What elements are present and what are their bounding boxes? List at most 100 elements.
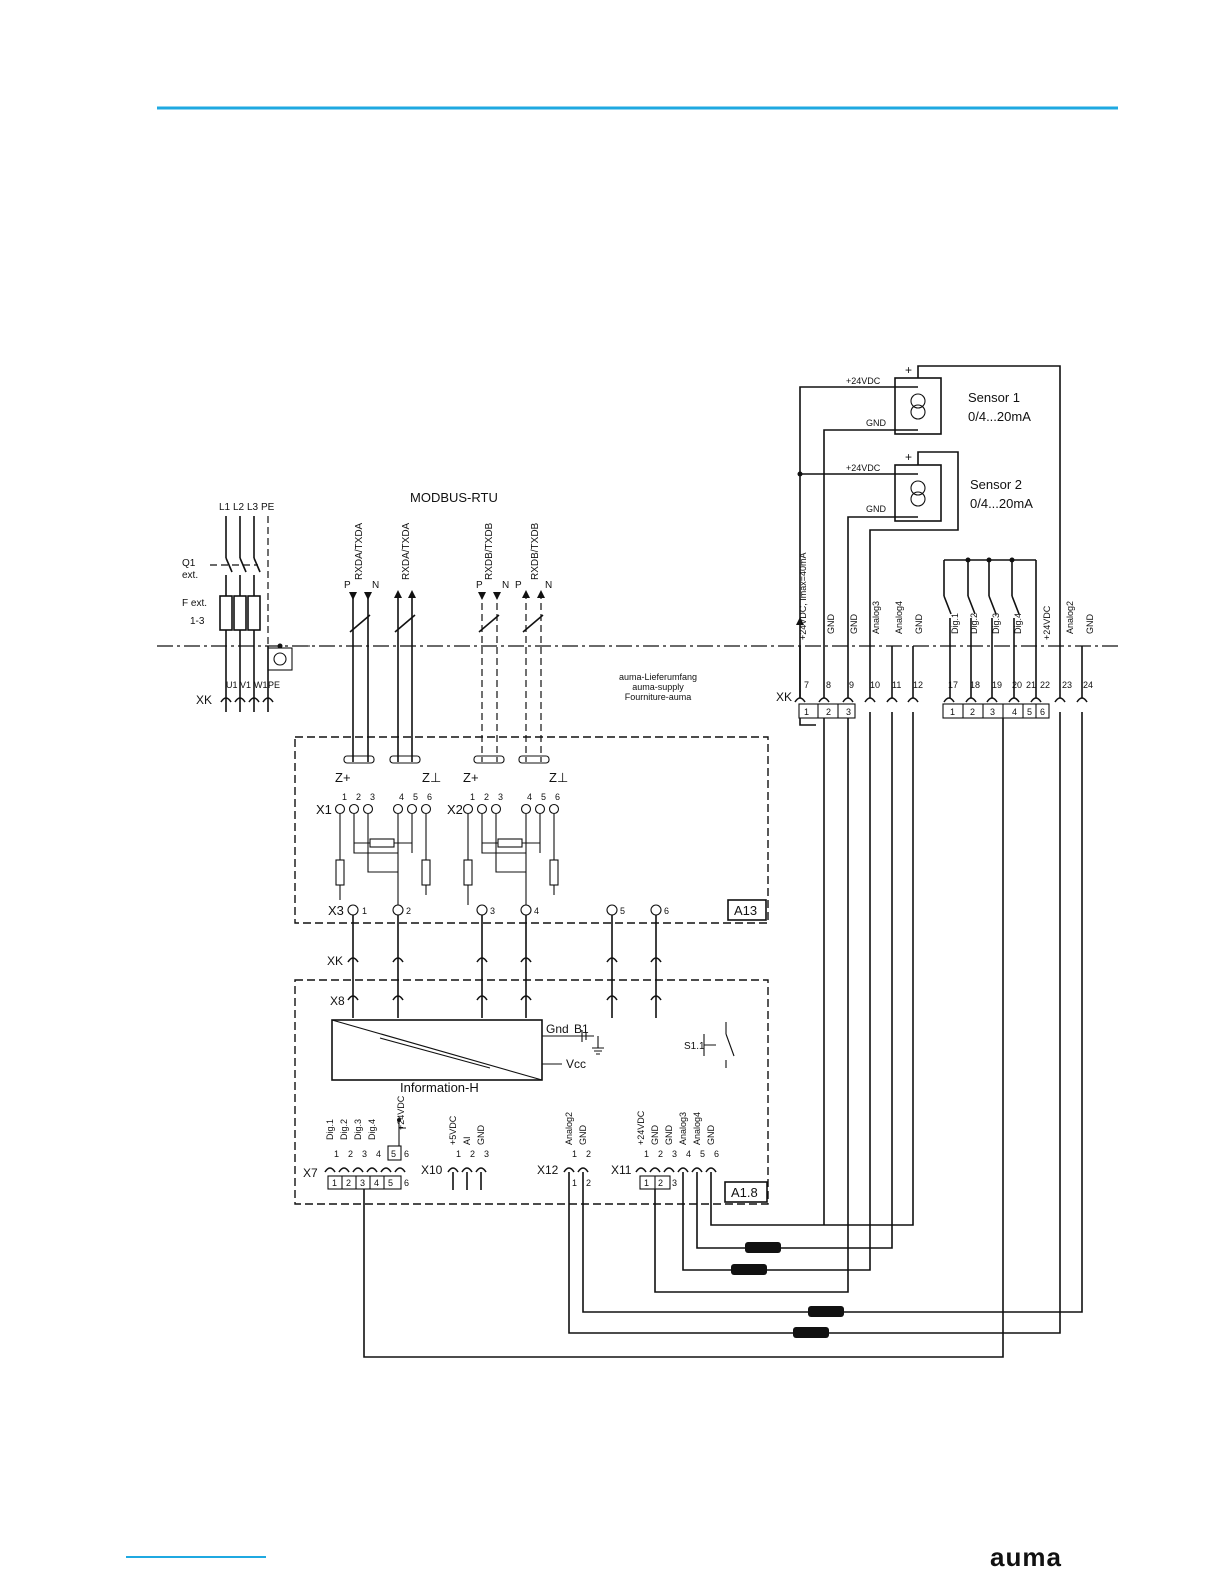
xk-sig-20: Dig.4 xyxy=(1013,613,1023,634)
xk-group-a-3: 3 xyxy=(846,707,851,717)
terminal-u1: U1 xyxy=(226,680,238,690)
x7-pin-6: 6 xyxy=(404,1149,409,1159)
bus-p-2: P xyxy=(476,580,483,591)
a13-x2-label: X2 xyxy=(447,802,463,817)
x11-pin-1: 1 xyxy=(644,1149,649,1159)
fuse-2 xyxy=(233,595,247,631)
x11-plug-3: 3 xyxy=(672,1178,677,1188)
xk-num-9: 9 xyxy=(849,680,854,690)
x12-sig-1: Analog2 xyxy=(564,1112,574,1145)
x12-label: X12 xyxy=(537,1163,559,1177)
fuse-3 xyxy=(247,595,261,631)
xk-sig-11: Analog4 xyxy=(894,601,904,634)
x12-pin-2: 2 xyxy=(586,1149,591,1159)
x2-pin-2: 2 xyxy=(484,792,489,802)
sensor-2-plus: + xyxy=(905,450,912,464)
x7-plug-5: 5 xyxy=(388,1178,393,1188)
x11-plug-2: 2 xyxy=(658,1178,663,1188)
sensor-2-range: 0/4...20mA xyxy=(970,496,1033,511)
xk-power-label: XK xyxy=(196,693,212,707)
x10-pin-3: 3 xyxy=(484,1149,489,1159)
phase-pe-label: PE xyxy=(261,502,275,513)
fuse-label: F ext. xyxy=(182,598,207,609)
xk-num-12: 12 xyxy=(913,680,923,690)
xk-num-11: 11 xyxy=(892,680,901,690)
x12-pin-1: 1 xyxy=(572,1149,577,1159)
supply-note-fr: Fourniture-auma xyxy=(625,692,692,702)
a13-zplus-1: Z+ xyxy=(335,770,351,785)
x11-pin-5: 5 xyxy=(700,1149,705,1159)
xk-sig-8: GND xyxy=(826,614,836,635)
supply-note-de: auma-Lieferumfang xyxy=(619,672,697,682)
sensor-2-name: Sensor 2 xyxy=(970,477,1022,492)
xk-num-17: 17 xyxy=(948,680,958,690)
x3-pin-4: 4 xyxy=(534,906,539,916)
phase-l3-label: L3 xyxy=(247,502,259,513)
x12-plug-2: 2 xyxy=(586,1178,591,1188)
x1-pin-4: 4 xyxy=(399,792,404,802)
terminal-w1: W1 xyxy=(254,680,268,690)
xk-sig-19: Dig.3 xyxy=(991,613,1001,634)
fuse-sub: 1-3 xyxy=(190,616,205,627)
sensor-1-range: 0/4...20mA xyxy=(968,409,1031,424)
xk-num-21: 21 xyxy=(1026,680,1036,690)
x11-sig-1: +24VDC xyxy=(636,1110,646,1145)
x7-sig-2: Dig.2 xyxy=(339,1119,349,1140)
bus-title: MODBUS-RTU xyxy=(410,490,498,505)
a13-zgnd-1: Z⊥ xyxy=(422,770,441,785)
x12-sig-2: GND xyxy=(578,1125,588,1146)
bus-ch2-signal-b: RXDB/TXDB xyxy=(530,522,541,580)
breaker-sub: ext. xyxy=(182,570,198,581)
x3-pin-5: 5 xyxy=(620,906,625,916)
xk-sig-17: Dig.1 xyxy=(950,613,960,634)
xk-num-7: 7 xyxy=(804,680,809,690)
supply-note: auma-Lieferumfang auma-supply Fourniture… xyxy=(619,672,697,702)
x3-pin-1: 1 xyxy=(362,906,367,916)
x11-pin-2: 2 xyxy=(658,1149,663,1159)
x11-label: X11 xyxy=(611,1163,632,1177)
x8-label: X8 xyxy=(330,994,345,1008)
xk-group-a-1: 1 xyxy=(804,707,809,717)
x3-pin-3: 3 xyxy=(490,906,495,916)
x3-pin-6: 6 xyxy=(664,906,669,916)
x7-sig-4: Dig.4 xyxy=(367,1119,377,1140)
x11-pin-4: 4 xyxy=(686,1149,691,1159)
x11-pin-6: 6 xyxy=(714,1149,719,1159)
x11-sig-4: Analog3 xyxy=(678,1112,688,1145)
x10-label: X10 xyxy=(421,1163,443,1177)
a18-module: A1.8 Information-H Gnd B1 Vcc S1.1 X7 Di… xyxy=(294,979,769,1205)
sensor-1-v: +24VDC xyxy=(846,376,881,386)
bus-p-3: P xyxy=(515,580,522,591)
a13-label: A13 xyxy=(734,903,757,918)
terminal-v1: V1 xyxy=(240,680,251,690)
x7-sig-3: Dig.3 xyxy=(353,1119,363,1140)
x11-sig-2: GND xyxy=(650,1125,660,1146)
xk-mid-label: XK xyxy=(327,954,343,968)
sensor-1-name: Sensor 1 xyxy=(968,390,1020,405)
earth-symbol xyxy=(267,647,293,671)
x11-pin-3: 3 xyxy=(672,1149,677,1159)
bus-ch1-signal-b: RXDA/TXDA xyxy=(401,522,412,580)
xk-sig-24: GND xyxy=(1085,614,1095,635)
x7-pin-3: 3 xyxy=(362,1149,367,1159)
phase-l2-label: L2 xyxy=(233,502,245,513)
sensor-2-gnd: GND xyxy=(866,504,887,514)
bus-n-3: N xyxy=(545,580,552,591)
bus-n-1: N xyxy=(372,580,379,591)
information-h-label: Information-H xyxy=(400,1080,479,1095)
xk-group-a-2: 2 xyxy=(826,707,831,717)
x1-pin-3: 3 xyxy=(370,792,375,802)
x2-pin-6: 6 xyxy=(555,792,560,802)
return-wiring xyxy=(363,712,1083,1358)
x2-pin-5: 5 xyxy=(541,792,546,802)
x10-sig-1: +5VDC xyxy=(448,1115,458,1145)
x12-plug-1: 1 xyxy=(572,1178,577,1188)
x7-plug-1: 1 xyxy=(332,1178,337,1188)
gnd-label: Gnd xyxy=(546,1022,569,1036)
xk-num-23: 23 xyxy=(1062,680,1072,690)
x7-label: X7 xyxy=(303,1166,318,1180)
xk-num-10: 10 xyxy=(870,680,880,690)
xk-num-20: 20 xyxy=(1012,680,1022,690)
b1-label: B1 xyxy=(574,1022,589,1036)
bus-ch2-signal-a: RXDB/TXDB xyxy=(484,522,495,580)
